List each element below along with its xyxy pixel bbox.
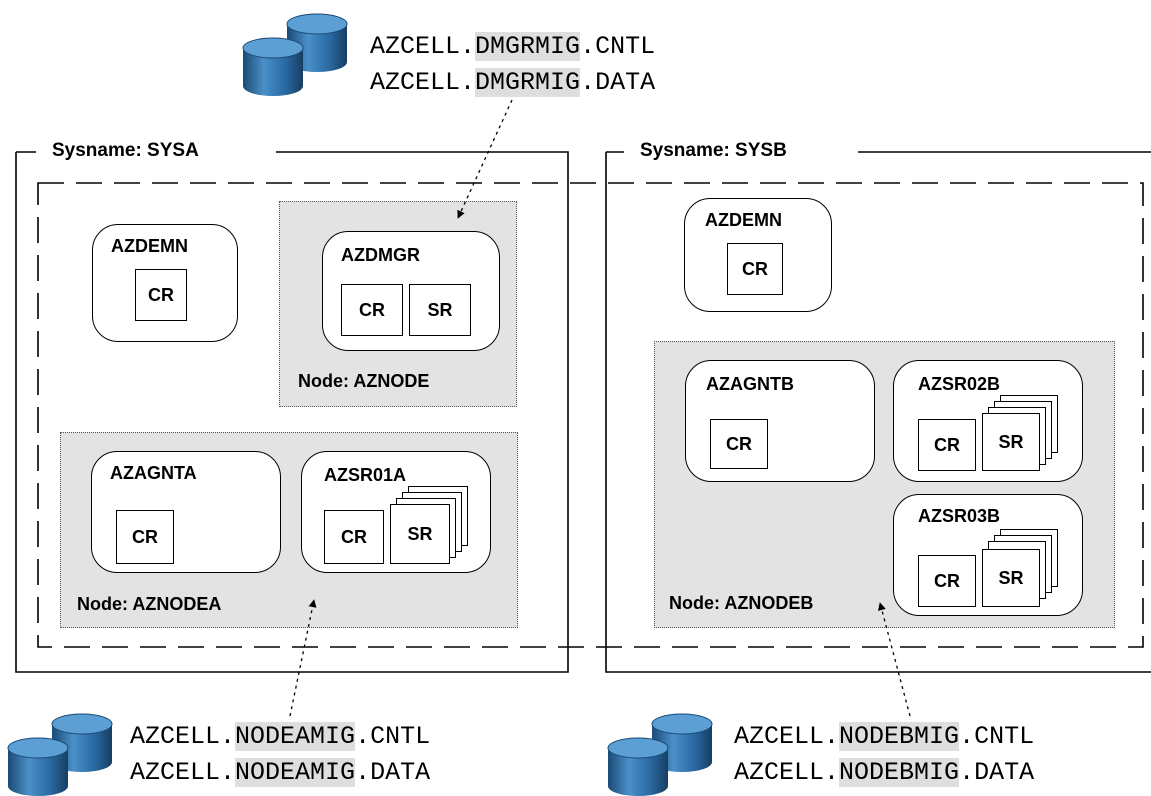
dataset-suffix: .CNTL [580, 32, 656, 61]
process-azagntb: AZAGNTB CR [685, 360, 875, 482]
sr-box: SR [390, 504, 450, 564]
node-label: Node: AZNODE [298, 371, 430, 391]
node-label: Node: AZNODEA [77, 594, 222, 614]
process-azagnta: AZAGNTA CR [91, 451, 281, 573]
process-azsr02b: AZSR02B CR SR [893, 360, 1083, 482]
cell-boundary [37, 182, 1144, 648]
cr-box: CR [918, 555, 976, 607]
cr-box: CR [341, 284, 403, 336]
dataset-suffix: .DATA [355, 758, 431, 787]
process-azdemn-sysb: AZDEMN CR [684, 198, 832, 312]
process-name: AZAGNTA [110, 463, 197, 483]
dataset-prefix: AZCELL. [370, 32, 476, 61]
dataset-dmgr-cntl: AZCELL.DMGRMIG.CNTL [370, 32, 655, 62]
dataset-prefix: AZCELL. [734, 758, 840, 787]
process-name: AZDEMN [111, 236, 188, 256]
dataset-suffix: .CNTL [959, 722, 1035, 751]
dataset-highlight: DMGRMIG [475, 32, 581, 61]
sr-label: SR [427, 299, 453, 320]
cr-box: CR [324, 510, 384, 564]
dataset-nodea-data: AZCELL.NODEAMIG.DATA [130, 758, 430, 788]
process-azdemn-sysa: AZDEMN CR [92, 224, 238, 342]
sysa-title: Sysname: SYSA [52, 140, 199, 161]
sysb-frame [605, 151, 1151, 673]
cr-box: CR [918, 419, 976, 471]
dataset-nodea-cntl: AZCELL.NODEAMIG.CNTL [130, 722, 430, 752]
process-name: AZSR02B [918, 374, 1001, 394]
dataset-prefix: AZCELL. [130, 758, 236, 787]
dataset-prefix: AZCELL. [130, 722, 236, 751]
dataset-nodeb-cntl: AZCELL.NODEBMIG.CNTL [734, 722, 1034, 752]
sr-label: SR [407, 523, 433, 544]
process-name: AZAGNTB [706, 374, 794, 394]
process-name: AZSR03B [918, 506, 1001, 526]
dataset-highlight: DMGRMIG [475, 68, 581, 97]
cr-label: CR [742, 258, 768, 279]
process-name: AZDMGR [341, 245, 420, 265]
database-icon-dmgr [242, 13, 348, 96]
database-icon-nodeb [607, 713, 713, 796]
dataset-prefix: AZCELL. [734, 722, 840, 751]
database-icon-nodea [7, 713, 113, 796]
process-azdmgr: AZDMGR CR SR [322, 231, 500, 351]
dataset-suffix: .DATA [959, 758, 1035, 787]
dataset-highlight: NODEAMIG [235, 758, 356, 787]
sr-box: SR [409, 284, 471, 336]
cr-box: CR [116, 510, 174, 564]
cr-box: CR [727, 243, 783, 295]
dataset-highlight: NODEBMIG [839, 758, 960, 787]
process-azsr03b: AZSR03B CR SR [893, 494, 1083, 616]
dataset-dmgr-data: AZCELL.DMGRMIG.DATA [370, 68, 655, 98]
cr-box: CR [710, 419, 768, 469]
sr-label: SR [998, 431, 1024, 452]
process-name: AZDEMN [705, 210, 782, 230]
dataset-highlight: NODEBMIG [839, 722, 960, 751]
dataset-highlight: NODEAMIG [235, 722, 356, 751]
cr-box: CR [135, 269, 187, 321]
node-label: Node: AZNODEB [669, 593, 814, 613]
dataset-prefix: AZCELL. [370, 68, 476, 97]
sr-box: SR [982, 549, 1040, 607]
cr-label: CR [359, 299, 385, 320]
cr-label: CR [132, 526, 158, 547]
dataset-suffix: .DATA [580, 68, 656, 97]
dataset-nodeb-data: AZCELL.NODEBMIG.DATA [734, 758, 1034, 788]
cr-label: CR [341, 526, 367, 547]
cr-label: CR [934, 570, 960, 591]
node-aznode: AZDMGR CR SR Node: AZNODE [279, 201, 517, 407]
sr-box: SR [982, 413, 1040, 471]
dataset-suffix: .CNTL [355, 722, 431, 751]
cr-label: CR [726, 433, 752, 454]
sr-label: SR [998, 567, 1024, 588]
node-aznodea: AZAGNTA CR AZSR01A CR SR Node: AZNODEA [60, 432, 518, 628]
cr-label: CR [148, 284, 174, 305]
cr-label: CR [934, 434, 960, 455]
sysb-title: Sysname: SYSB [640, 140, 787, 161]
process-name: AZSR01A [324, 465, 407, 485]
process-azsr01a: AZSR01A CR SR [301, 451, 491, 573]
node-aznodeb: AZAGNTB CR AZSR02B CR SR AZSR03B CR SR N… [654, 341, 1115, 628]
